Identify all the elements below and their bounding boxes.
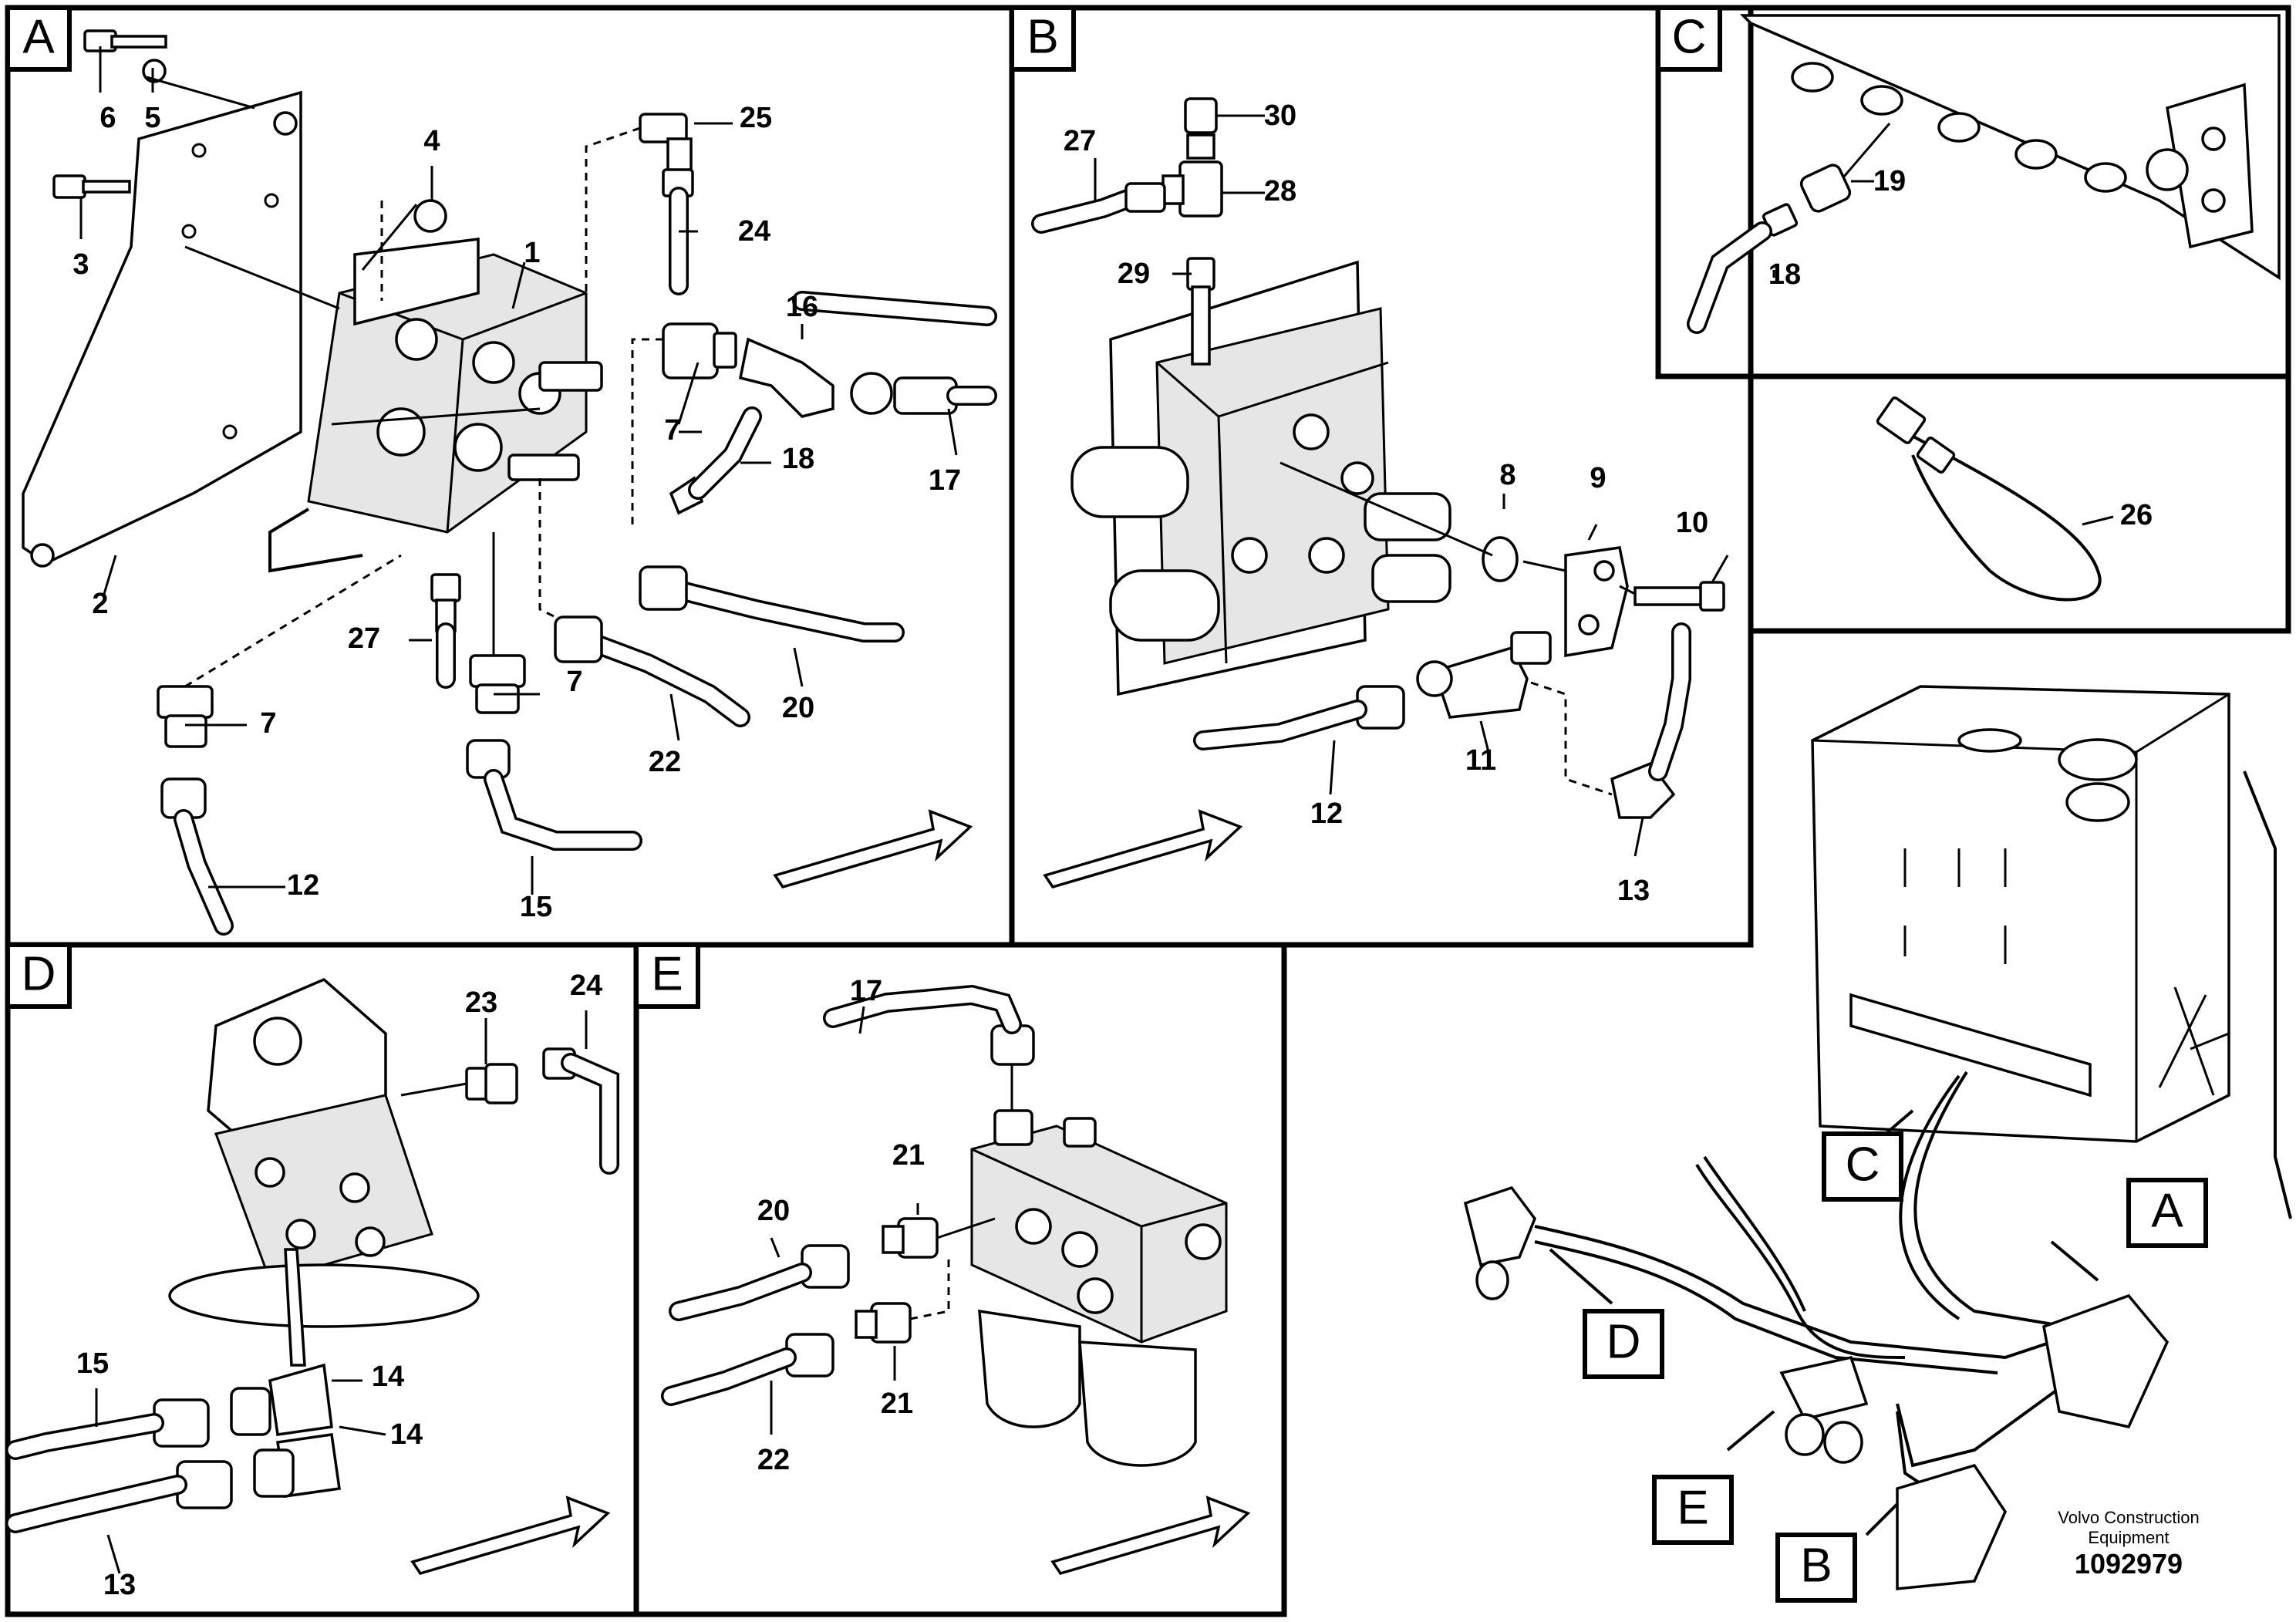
panel-c-callouts: 19 18 26 (1768, 165, 2153, 531)
overview-label-d: D (1607, 1315, 1641, 1368)
panel-d-drawing (5, 977, 619, 1576)
overview-labels: C A D E B (1583, 1131, 2208, 1603)
callout-4: 4 (423, 125, 440, 157)
callout-18-c: 18 (1768, 258, 1801, 291)
panel-c-drawing (1687, 14, 2281, 602)
callout-7-upper: 7 (664, 414, 680, 447)
callout-22: 22 (649, 746, 681, 778)
overview-label-b: B (1800, 1539, 1832, 1592)
panel-c2-frame (1748, 373, 2291, 634)
panel-e-frame (633, 942, 1287, 1617)
callout-18: 18 (782, 443, 814, 475)
callout-7-middle: 7 (566, 666, 582, 698)
callout-17-e: 17 (850, 975, 882, 1007)
panel-b-tag: B (1027, 10, 1058, 63)
panel-a-drawing (22, 29, 997, 936)
callout-6: 6 (99, 102, 116, 134)
strap (1904, 430, 2102, 602)
callout-19: 19 (1873, 165, 1906, 197)
callout-24: 24 (738, 215, 770, 248)
callout-10: 10 (1676, 507, 1708, 539)
callout-21-lower: 21 (881, 1388, 913, 1420)
direction-arrow-e (1050, 1496, 1251, 1576)
callout-27: 27 (348, 622, 380, 655)
callout-30: 30 (1264, 99, 1296, 132)
callout-12-b: 12 (1310, 798, 1343, 830)
panel-b-drawing (1031, 97, 1729, 889)
overview-label-e: E (1677, 1481, 1708, 1534)
callout-21-upper: 21 (892, 1139, 925, 1172)
overview-label-c: C (1846, 1138, 1880, 1191)
callout-14-upper: 14 (372, 1361, 404, 1393)
panel-frames (5, 5, 2291, 1617)
callout-29: 29 (1118, 258, 1150, 290)
accumulator-1 (978, 1309, 1081, 1428)
mounting-plate (22, 90, 302, 565)
accumulator-valve-block (970, 1125, 1228, 1344)
panel-c-tag: C (1672, 10, 1707, 63)
panel-a-tag: A (22, 10, 55, 63)
callout-12: 12 (287, 869, 319, 902)
callout-26: 26 (2120, 499, 2153, 531)
callout-7-left: 7 (260, 707, 276, 740)
direction-arrow-b (1043, 809, 1243, 889)
callout-27-b: 27 (1064, 125, 1096, 157)
callout-8: 8 (1499, 459, 1515, 491)
callout-16: 16 (786, 291, 818, 323)
brand-line-1: Volvo Construction (2058, 1508, 2199, 1527)
panel-e-callouts: 17 20 21 21 22 (757, 975, 925, 1476)
panel-d-callouts: 13 14 14 15 23 24 (76, 969, 602, 1601)
panel-tags: A B C D E (5, 5, 1722, 1009)
callout-25: 25 (740, 102, 772, 134)
callout-23: 23 (465, 986, 497, 1019)
panel-e-tag: E (651, 947, 683, 1000)
direction-arrow-a (773, 809, 973, 889)
callout-3: 3 (72, 248, 89, 281)
callout-20-e: 20 (757, 1195, 790, 1227)
accumulator-2 (1078, 1340, 1197, 1467)
callout-14-lower: 14 (390, 1418, 423, 1451)
panel-a-callouts: 1 2 3 4 5 6 7 7 7 12 15 16 17 18 20 22 2… (72, 102, 961, 923)
overview-drawing (1463, 685, 2292, 1590)
callout-17: 17 (929, 464, 961, 497)
valve-manifold (1155, 307, 1390, 665)
panel-e-drawing (661, 984, 1251, 1576)
callout-20: 20 (782, 692, 814, 724)
document-number: 1092979 (2075, 1548, 2183, 1580)
footer: Volvo Construction Equipment 1092979 (2058, 1508, 2199, 1580)
callout-13-d: 13 (103, 1569, 136, 1601)
callout-15-d: 15 (76, 1347, 109, 1380)
direction-arrow-d (410, 1496, 611, 1576)
callout-9: 9 (1590, 462, 1606, 494)
callout-1: 1 (524, 237, 540, 269)
callout-28: 28 (1264, 175, 1296, 207)
panel-b-callouts: 8 9 10 11 12 13 27 28 29 30 (1064, 99, 1708, 907)
callout-22-e: 22 (757, 1444, 790, 1476)
callout-24-d: 24 (570, 969, 602, 1002)
callout-13-b: 13 (1617, 875, 1650, 907)
callout-11: 11 (1465, 744, 1496, 777)
callout-2: 2 (92, 588, 108, 620)
brand-line-2: Equipment (2088, 1528, 2169, 1547)
callout-5: 5 (144, 102, 160, 134)
overview-label-a: A (2151, 1184, 2183, 1237)
callout-15: 15 (520, 891, 552, 923)
panel-d-tag: D (22, 947, 56, 1000)
